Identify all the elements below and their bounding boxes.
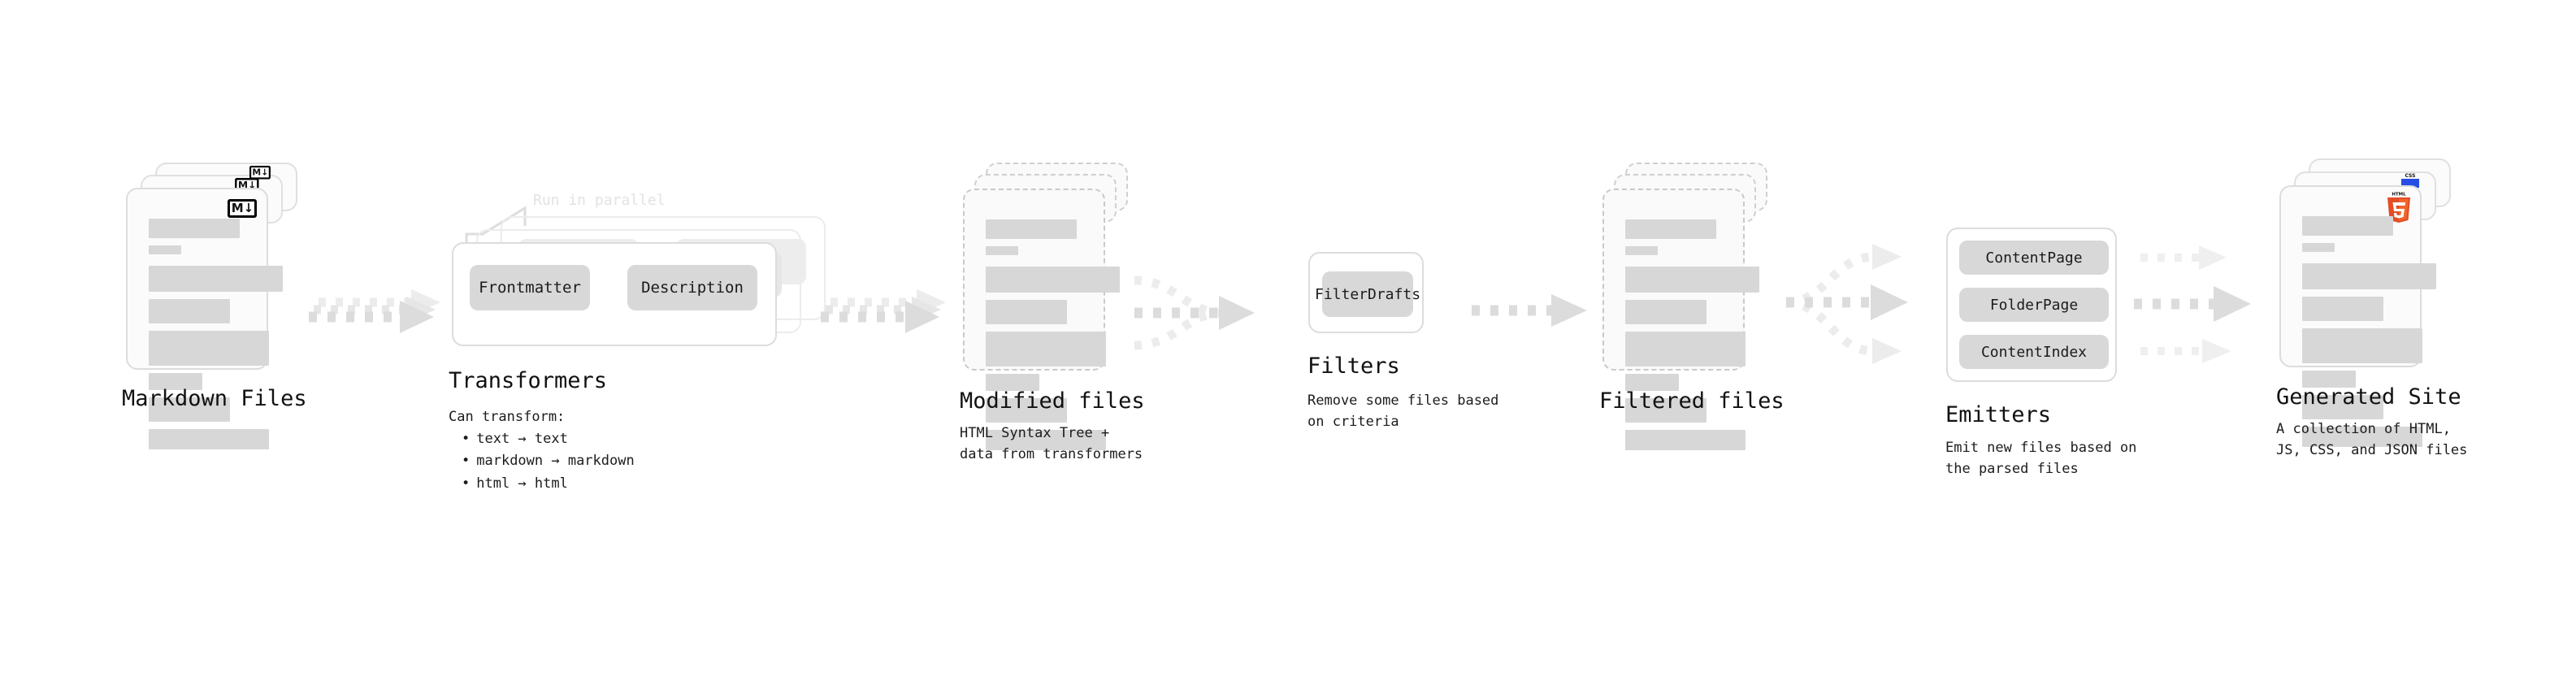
transformer-chip-frontmatter[interactable]: Frontmatter — [470, 265, 590, 310]
placeholder-bar — [1625, 246, 1658, 255]
transformers-bullet-list: text → text markdown → markdown html → h… — [449, 428, 635, 495]
placeholder-bar — [986, 246, 1018, 255]
stage-generated-site: CSS HTML Generated Site A collection of … — [2276, 158, 2467, 458]
placeholder-bar — [986, 219, 1077, 239]
placeholder-bar — [1625, 267, 1759, 293]
filter-chip-filterdrafts[interactable]: FilterDrafts — [1315, 271, 1420, 317]
placeholder-bar — [986, 374, 1039, 391]
css3-badge-label: CSS — [2405, 173, 2416, 179]
arrow-transformers-to-modified — [821, 289, 946, 333]
run-in-parallel-label: Run in parallel — [533, 192, 666, 209]
placeholder-bar — [2302, 243, 2335, 252]
emitter-chip-folderpage[interactable]: FolderPage — [1959, 288, 2109, 322]
arrow-filtered-to-emitters — [1785, 244, 1908, 364]
html5-badge: HTML — [2386, 192, 2412, 226]
stage-title-generated-site: Generated Site — [2276, 384, 2461, 410]
document-card-filtered — [1602, 189, 1759, 450]
transformers-bullet-1: markdown → markdown — [462, 450, 634, 472]
markdown-badge: M↓ — [228, 199, 257, 218]
stage-title-filters: Filters — [1308, 354, 1400, 379]
html5-badge-label: HTML — [2392, 193, 2406, 197]
placeholder-bar — [2302, 395, 2383, 419]
transformers-detail-header: Can transform: — [449, 409, 566, 425]
document-card-modified — [963, 189, 1120, 450]
arrow-emitters-to-site — [2134, 245, 2251, 363]
css3-badge: CSS — [2401, 173, 2419, 188]
markdown-badge-ghost-2: M↓ — [249, 166, 271, 180]
placeholder-bar — [2302, 216, 2393, 236]
placeholder-bar — [149, 299, 230, 323]
emitters-panel: ContentPage FolderPage ContentIndex — [1946, 228, 2117, 382]
placeholder-bar — [1625, 332, 1746, 367]
transformer-chip-description[interactable]: Description — [627, 265, 757, 310]
stage-title-modified-files: Modified files — [960, 388, 1145, 414]
placeholder-bar — [2302, 371, 2356, 388]
placeholder-bar — [1625, 374, 1679, 391]
stage-subtitle-generated-site: A collection of HTML, JS, CSS, and JSON … — [2276, 421, 2468, 459]
placeholder-bar — [149, 245, 181, 254]
placeholder-bar — [986, 332, 1106, 367]
placeholder-bar — [149, 373, 202, 390]
stage-title-filtered-files: Filtered files — [1599, 388, 1785, 414]
placeholder-bar — [149, 266, 283, 292]
document-card-generated: HTML — [2279, 185, 2436, 447]
placeholder-bar — [149, 219, 240, 238]
placeholder-bar — [2302, 427, 2422, 447]
document-card-markdown: M↓ — [126, 188, 283, 449]
placeholder-bar — [2302, 263, 2436, 289]
placeholder-bar — [986, 430, 1106, 450]
transformers-bullet-2: html → html — [462, 473, 635, 495]
emitter-chip-contentindex[interactable]: ContentIndex — [1959, 335, 2109, 369]
placeholder-bar — [1625, 430, 1746, 450]
placeholder-bar — [1625, 219, 1716, 239]
arrow-modified-to-filters — [1134, 275, 1255, 350]
placeholder-bar — [149, 429, 269, 449]
placeholder-bar — [1625, 300, 1706, 324]
placeholder-bar — [986, 267, 1120, 293]
placeholder-bar — [986, 398, 1067, 423]
placeholder-bar — [149, 331, 269, 366]
document-placeholder-lines — [1625, 219, 1759, 458]
transformers-detail: Can transform: text → text markdown → ma… — [449, 406, 635, 495]
document-placeholder-lines — [149, 219, 283, 457]
arrow-filters-to-filtered — [1472, 294, 1587, 327]
stage-title-markdown-files: Markdown Files — [122, 386, 307, 411]
stage-title-emitters: Emitters — [1945, 402, 2052, 427]
transformers-bullet-0: text → text — [462, 428, 635, 450]
placeholder-bar — [149, 397, 230, 422]
filters-panel: FilterDrafts — [1308, 252, 1424, 333]
placeholder-bar — [1625, 398, 1706, 423]
stage-subtitle-filters: Remove some files based on criteria — [1308, 393, 1499, 431]
stage-title-transformers: Transformers — [449, 368, 608, 393]
document-placeholder-lines — [986, 219, 1120, 458]
placeholder-bar — [986, 300, 1067, 324]
arrow-markdown-to-transformers — [309, 289, 440, 333]
placeholder-bar — [2302, 297, 2383, 321]
emitter-chip-contentpage[interactable]: ContentPage — [1959, 241, 2109, 275]
placeholder-bar — [2302, 328, 2422, 363]
stage-subtitle-emitters: Emit new files based on the parsed files — [1945, 440, 2137, 478]
transformer-panel: Frontmatter Description — [452, 242, 777, 346]
document-placeholder-lines — [2302, 216, 2436, 454]
stage-subtitle-modified-files: HTML Syntax Tree + data from transformer… — [960, 425, 1143, 463]
